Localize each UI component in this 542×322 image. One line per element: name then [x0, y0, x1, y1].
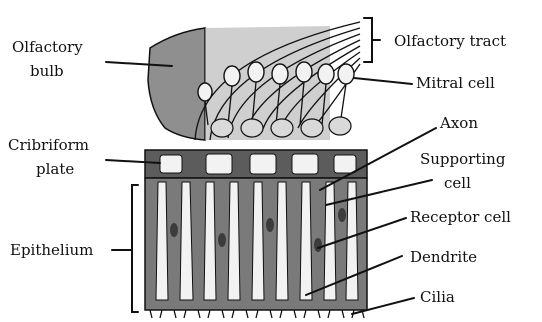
label-cribriform-line1: Cribriform: [8, 136, 89, 154]
label-axon: Axon: [439, 114, 478, 132]
label-dendrite: Dendrite: [410, 248, 477, 266]
cribriform-plate-illustration: [145, 150, 367, 178]
label-olfactory-bulb-line1: Olfactory: [12, 38, 83, 56]
olfactory-tract-bracket: [364, 18, 380, 62]
label-supporting-line1: Supporting: [420, 150, 506, 168]
label-mitral-cell: Mitral cell: [416, 74, 495, 92]
label-olfactory-bulb-line2: bulb: [30, 62, 64, 80]
label-cribriform-line2: plate: [36, 160, 74, 178]
leader-mitral-cell: [354, 78, 412, 84]
label-supporting-line2: cell: [444, 174, 471, 192]
epithelium-bracket: [132, 185, 138, 312]
label-epithelium: Epithelium: [10, 241, 93, 259]
epithelium-illustration: [145, 178, 367, 318]
label-olfactory-tract: Olfactory tract: [394, 32, 506, 50]
label-cilia: Cilia: [420, 288, 455, 306]
label-receptor-cell: Receptor cell: [410, 208, 511, 226]
